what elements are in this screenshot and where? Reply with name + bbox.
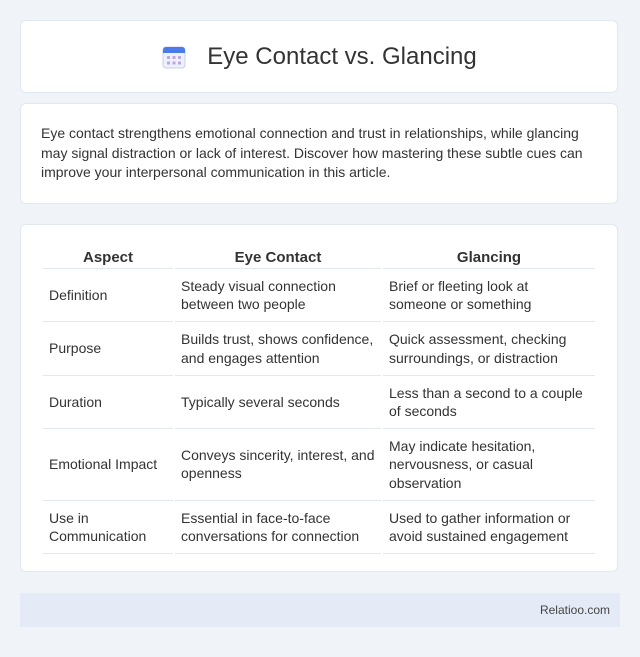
intro-card: Eye contact strengthens emotional connec… bbox=[20, 103, 618, 204]
comparison-table: Aspect Eye Contact Glancing Definition S… bbox=[41, 245, 597, 555]
table-cell: Essential in face-to-face conversations … bbox=[175, 501, 381, 555]
table-cell: Quick assessment, checking surroundings,… bbox=[383, 322, 595, 376]
column-header-eye-contact: Eye Contact bbox=[175, 245, 381, 269]
column-header-glancing: Glancing bbox=[383, 245, 595, 269]
table-header-row: Aspect Eye Contact Glancing bbox=[43, 245, 595, 269]
column-header-aspect: Aspect bbox=[43, 245, 173, 269]
calendar-icon bbox=[161, 44, 187, 70]
table-cell: Emotional Impact bbox=[43, 429, 173, 501]
table-cell: Steady visual connection between two peo… bbox=[175, 269, 381, 323]
table-row: Purpose Builds trust, shows confidence, … bbox=[43, 322, 595, 376]
table-cell: Less than a second to a couple of second… bbox=[383, 376, 595, 430]
table-cell: Used to gather information or avoid sust… bbox=[383, 501, 595, 555]
comparison-table-card: Aspect Eye Contact Glancing Definition S… bbox=[20, 224, 618, 572]
table-row: Use in Communication Essential in face-t… bbox=[43, 501, 595, 555]
page-title: Eye Contact vs. Glancing bbox=[207, 42, 477, 70]
table-cell: Typically several seconds bbox=[175, 376, 381, 430]
table-cell: Use in Communication bbox=[43, 501, 173, 555]
table-row: Duration Typically several seconds Less … bbox=[43, 376, 595, 430]
table-cell: Builds trust, shows confidence, and enga… bbox=[175, 322, 381, 376]
table-cell: Duration bbox=[43, 376, 173, 430]
table-cell: Purpose bbox=[43, 322, 173, 376]
header-card: Eye Contact vs. Glancing bbox=[20, 20, 618, 93]
footer: Relatioo.com bbox=[20, 593, 620, 627]
table-row: Definition Steady visual connection betw… bbox=[43, 269, 595, 323]
footer-brand: Relatioo.com bbox=[539, 603, 610, 617]
table-row: Emotional Impact Conveys sincerity, inte… bbox=[43, 429, 595, 501]
table-cell: Definition bbox=[43, 269, 173, 323]
title-wrap: Eye Contact vs. Glancing bbox=[161, 42, 477, 71]
table-cell: May indicate hesitation, nervousness, or… bbox=[383, 429, 595, 501]
table-cell: Conveys sincerity, interest, and opennes… bbox=[175, 429, 381, 501]
intro-text: Eye contact strengthens emotional connec… bbox=[41, 125, 583, 181]
table-cell: Brief or fleeting look at someone or som… bbox=[383, 269, 595, 323]
